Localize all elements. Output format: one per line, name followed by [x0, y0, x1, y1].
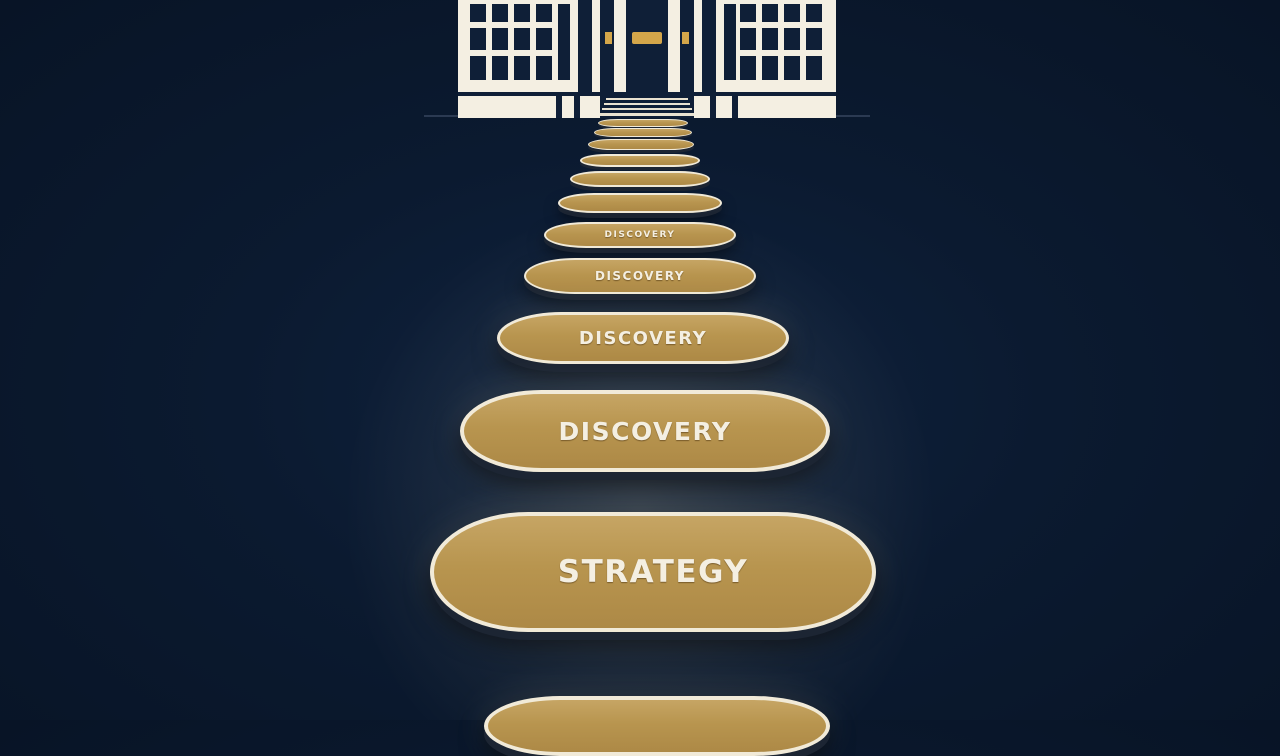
step-2: [594, 128, 692, 137]
step-5: [570, 171, 710, 187]
step-label: STRATEGY: [557, 554, 749, 590]
step-11: STRATEGY: [430, 512, 876, 632]
step-7: DISCOVERY: [544, 222, 736, 248]
building-illustration: [424, 0, 870, 118]
step-10: DISCOVERY: [460, 390, 830, 472]
scene: DISCOVERY DISCOVERY DISCOVERY DISCOVERY …: [340, 0, 940, 756]
step-6: [558, 193, 722, 213]
step-label: DISCOVERY: [578, 327, 708, 349]
step-8: DISCOVERY: [524, 258, 756, 294]
step-9: DISCOVERY: [497, 312, 789, 364]
step-label: DISCOVERY: [604, 230, 676, 240]
step-label: DISCOVERY: [594, 269, 685, 283]
step-3: [588, 139, 694, 150]
step-label: DISCOVERY: [558, 416, 732, 446]
step-1: [598, 119, 688, 127]
step-12: [484, 696, 830, 756]
step-4: [580, 154, 700, 167]
